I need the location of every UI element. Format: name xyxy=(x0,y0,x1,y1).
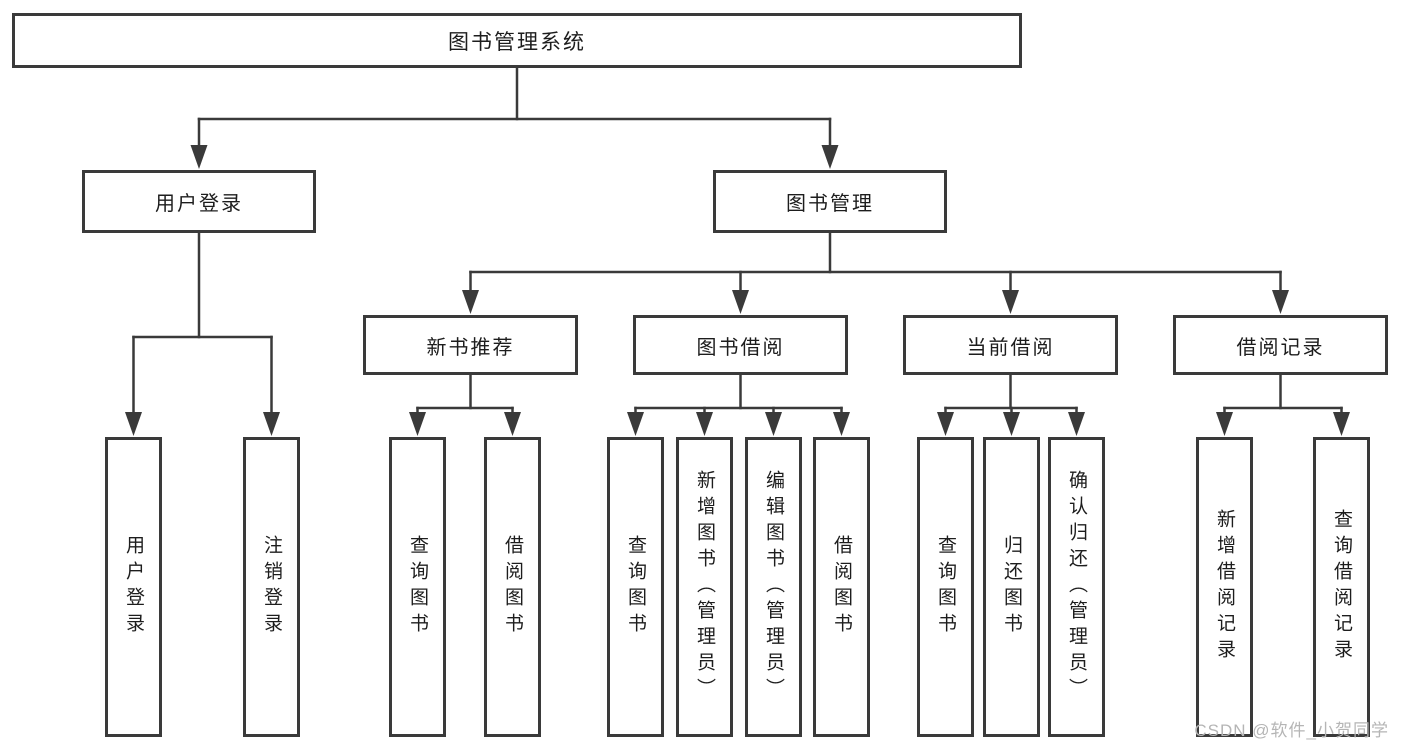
node-label: 编辑图书（管理员） xyxy=(763,470,784,704)
node-leaf-query-books-current: 查询图书 xyxy=(917,437,974,737)
node-label: 注销登录 xyxy=(261,535,282,639)
node-borrowing-records: 借阅记录 xyxy=(1173,315,1388,375)
node-label: 查询图书 xyxy=(625,535,646,639)
node-leaf-query-books-recommend: 查询图书 xyxy=(389,437,446,737)
node-new-book-recommendation: 新书推荐 xyxy=(363,315,578,375)
node-book-management-branch: 图书管理 xyxy=(713,170,947,233)
node-user-login-branch: 用户登录 xyxy=(82,170,316,233)
node-leaf-user-login: 用户登录 xyxy=(105,437,162,737)
node-label: 归还图书 xyxy=(1001,535,1022,639)
node-label: 当前借阅 xyxy=(966,336,1055,359)
node-leaf-add-borrow-record: 新增借阅记录 xyxy=(1196,437,1253,737)
node-label: 查询借阅记录 xyxy=(1331,509,1352,665)
node-label: 新增图书（管理员） xyxy=(694,470,715,704)
node-label: 查询图书 xyxy=(407,535,428,639)
node-label: 新书推荐 xyxy=(426,336,515,359)
node-leaf-borrow-books-recommend: 借阅图书 xyxy=(484,437,541,737)
node-label: 查询图书 xyxy=(935,535,956,639)
node-leaf-logout: 注销登录 xyxy=(243,437,300,737)
node-label: 新增借阅记录 xyxy=(1214,509,1235,665)
node-label: 用户登录 xyxy=(123,535,144,639)
node-leaf-return-books: 归还图书 xyxy=(983,437,1040,737)
node-current-borrowing: 当前借阅 xyxy=(903,315,1118,375)
node-leaf-borrow-books: 借阅图书 xyxy=(813,437,870,737)
node-label: 借阅图书 xyxy=(502,535,523,639)
node-leaf-query-books-borrow: 查询图书 xyxy=(607,437,664,737)
node-label: 用户登录 xyxy=(155,193,243,215)
node-label: 借阅记录 xyxy=(1236,336,1325,359)
node-book-borrowing: 图书借阅 xyxy=(633,315,848,375)
node-label: 图书管理 xyxy=(786,193,874,215)
node-label: 借阅图书 xyxy=(831,535,852,639)
node-leaf-add-books-admin: 新增图书（管理员） xyxy=(676,437,733,737)
node-leaf-edit-books-admin: 编辑图书（管理员） xyxy=(745,437,802,737)
node-library-management-system: 图书管理系统 xyxy=(12,13,1022,68)
node-leaf-query-borrow-record: 查询借阅记录 xyxy=(1313,437,1370,737)
node-label: 图书管理系统 xyxy=(448,30,586,54)
node-label: 图书借阅 xyxy=(696,336,785,359)
node-label: 确认归还（管理员） xyxy=(1066,470,1087,704)
watermark: CSDN @软件_小贺同学 xyxy=(1194,721,1389,740)
node-leaf-confirm-return-admin: 确认归还（管理员） xyxy=(1048,437,1105,737)
